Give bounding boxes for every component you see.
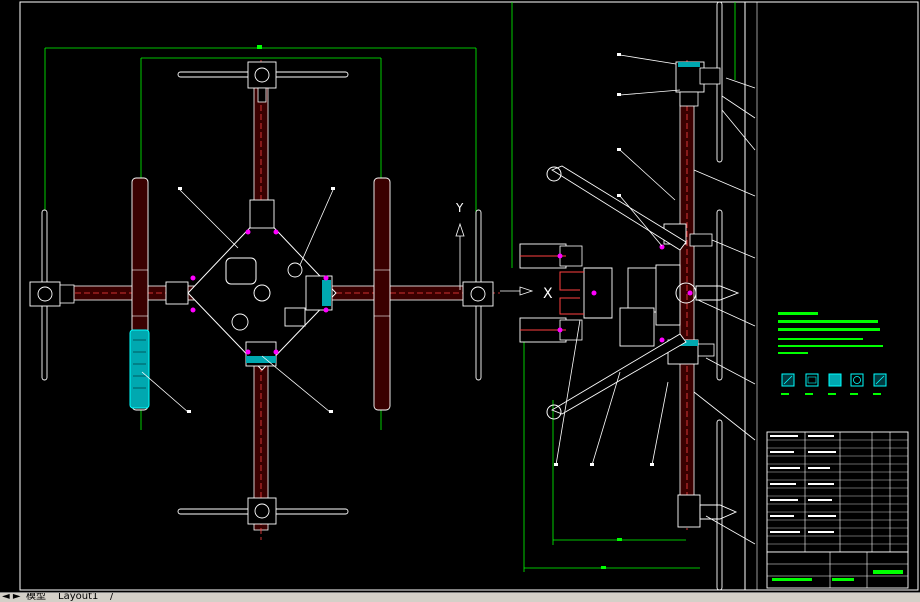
top-view: [29, 45, 500, 540]
layout-tab-bar: ◄ ► 模型 Layout1 /: [0, 592, 920, 602]
title-block: [766, 431, 909, 589]
tab-model[interactable]: 模型: [26, 592, 46, 602]
material-legend: [781, 373, 887, 395]
technical-notes: [778, 312, 883, 354]
axis-x-label: X: [543, 286, 553, 302]
tab-separator: /: [110, 592, 114, 602]
tab-nav-arrows[interactable]: ◄ ►: [2, 592, 21, 602]
side-view: [511, 1, 756, 591]
axis-y-label: Y: [455, 201, 464, 215]
drawing-frame: [19, 1, 919, 591]
tab-layout1[interactable]: Layout1: [58, 592, 99, 602]
